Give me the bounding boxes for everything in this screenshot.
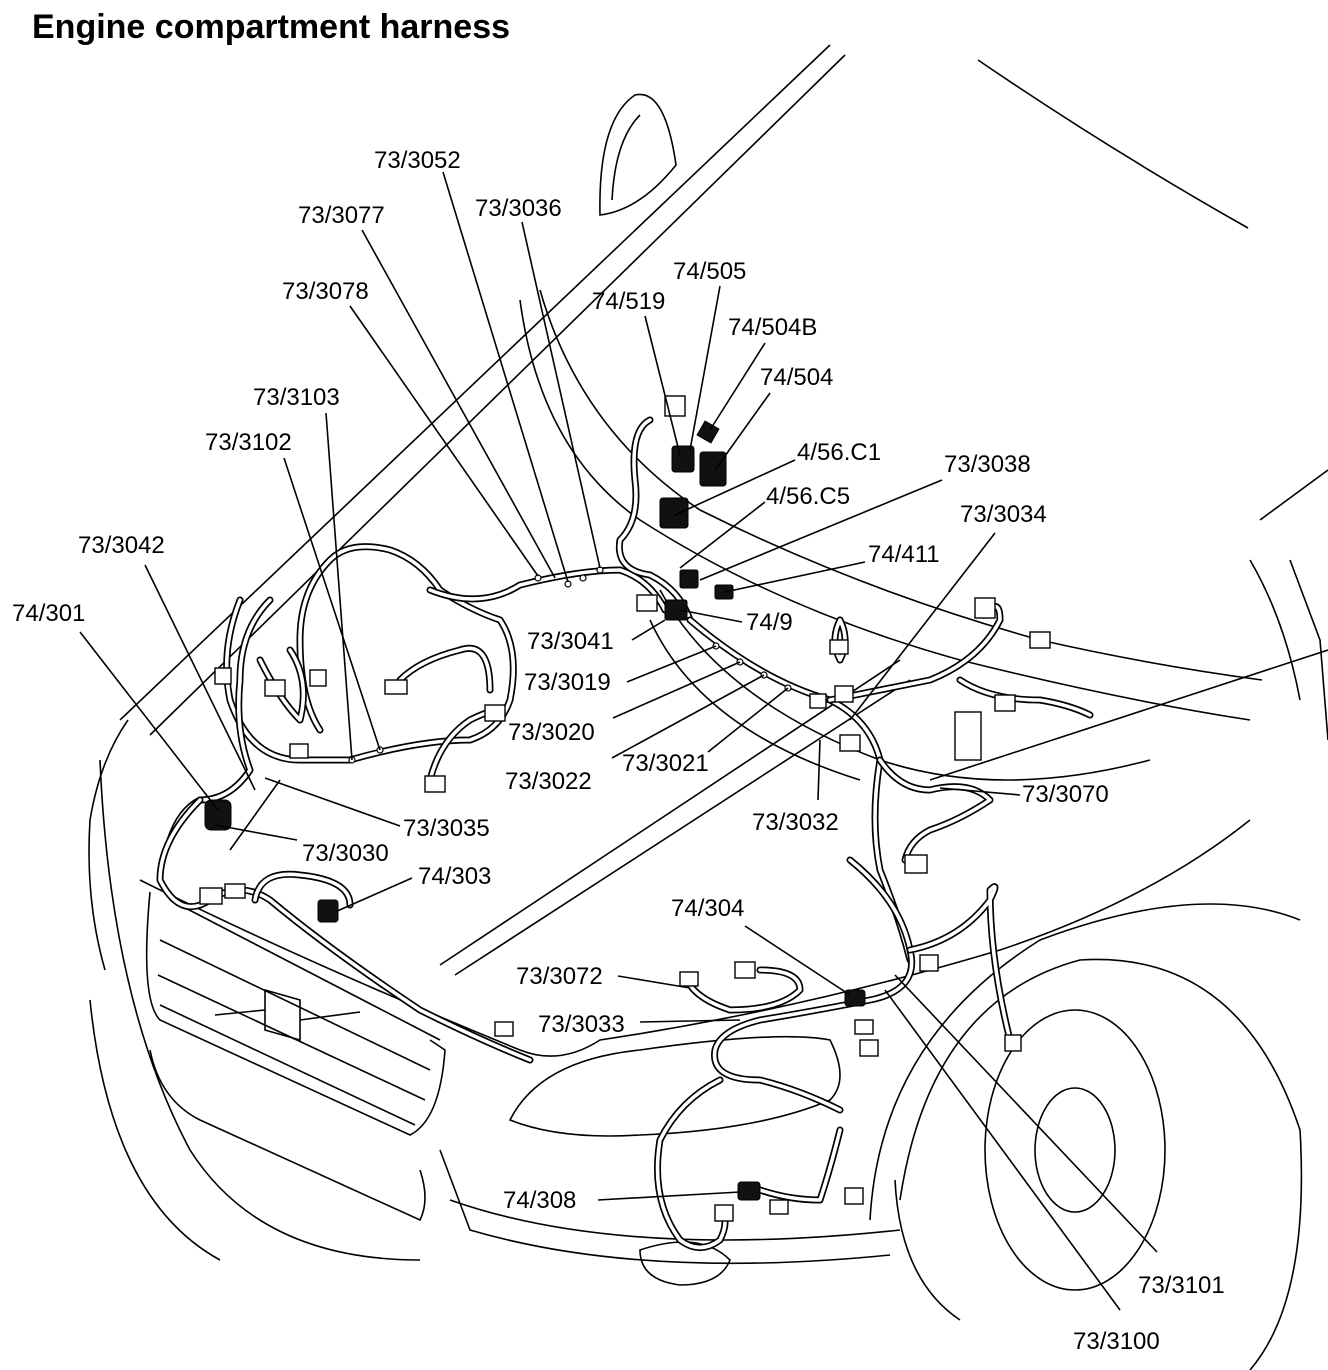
callout-74-519: 74/519 (592, 288, 665, 315)
callout-73-3020: 73/3020 (508, 719, 595, 746)
car-body (88, 44, 1328, 1370)
connectors (199, 395, 1051, 1222)
leader-lines (79, 171, 1158, 1311)
callout-74-411: 74/411 (868, 541, 940, 568)
callout-73-3032: 73/3032 (752, 809, 839, 836)
callout-74-504b: 74/504B (728, 314, 817, 341)
callout-73-3030: 73/3030 (302, 840, 389, 867)
callout-73-3101: 73/3101 (1138, 1272, 1225, 1299)
callout-4-56-c1: 4/56.C1 (797, 439, 881, 466)
diagram-title: Engine compartment harness (32, 8, 511, 46)
callout-74-504: 74/504 (760, 364, 833, 391)
callout-73-3041: 73/3041 (527, 628, 614, 655)
callout-73-3077: 73/3077 (298, 202, 385, 229)
callout-73-3100: 73/3100 (1073, 1328, 1160, 1355)
callout-73-3035: 73/3035 (403, 815, 490, 842)
callout-73-3072: 73/3072 (516, 963, 603, 990)
callout-73-3038: 73/3038 (944, 451, 1031, 478)
callout-4-56-c5: 4/56.C5 (766, 483, 850, 510)
callout-labels: 73/3052 73/3077 73/3036 73/3078 74/505 7… (12, 147, 1225, 1355)
callout-74-301: 74/301 (12, 600, 85, 627)
callout-73-3042: 73/3042 (78, 532, 165, 559)
callout-73-3034: 73/3034 (960, 501, 1047, 528)
callout-73-3052: 73/3052 (374, 147, 461, 174)
callout-73-3019: 73/3019 (524, 669, 611, 696)
callout-74-505: 74/505 (673, 258, 746, 285)
callout-74-304: 74/304 (671, 895, 744, 922)
callout-74-308: 74/308 (503, 1187, 576, 1214)
callout-73-3033: 73/3033 (538, 1011, 625, 1038)
callout-73-3036: 73/3036 (475, 195, 562, 222)
callout-73-3022: 73/3022 (505, 768, 592, 795)
callout-73-3070: 73/3070 (1022, 781, 1109, 808)
wiring-harness (156, 416, 1094, 1251)
callout-74-9: 74/9 (746, 609, 793, 636)
callout-74-303: 74/303 (418, 863, 491, 890)
callout-73-3103: 73/3103 (253, 384, 340, 411)
callout-73-3078: 73/3078 (282, 278, 369, 305)
callout-73-3102: 73/3102 (205, 429, 292, 456)
callout-73-3021: 73/3021 (622, 750, 709, 777)
